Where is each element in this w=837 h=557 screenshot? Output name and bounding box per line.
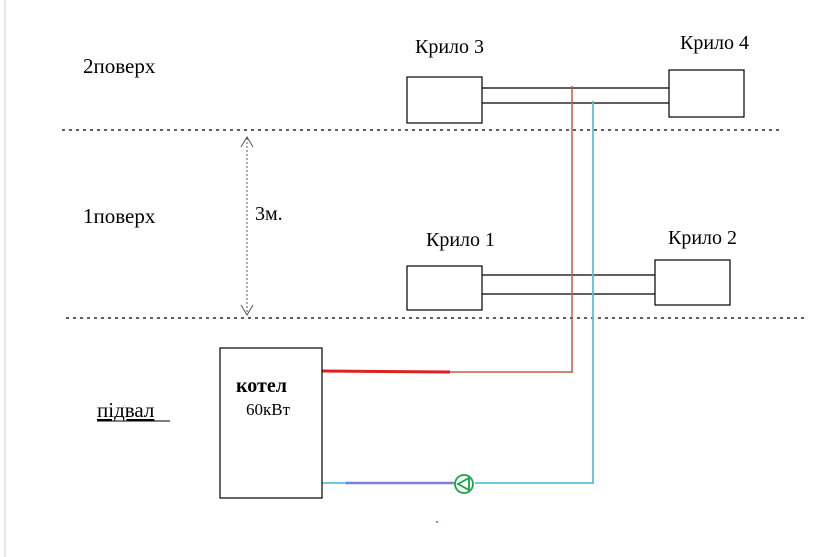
boiler-title: котел [236, 375, 287, 397]
stray-dot [436, 521, 438, 523]
radiator-4 [668, 69, 745, 118]
radiator-label-1: Крило 1 [426, 229, 495, 251]
floor-label-second: 2поверх [83, 54, 156, 78]
radiator-2 [654, 259, 731, 306]
radiator-3 [406, 76, 483, 124]
circulation-pump-icon [454, 474, 474, 494]
radiator-label-4: Крило 4 [680, 32, 749, 54]
floor-label-first: 1поверх [83, 204, 156, 228]
floor-label-basement: підвал [97, 398, 154, 422]
radiator-1 [406, 265, 483, 311]
boiler [219, 347, 323, 499]
radiator-label-2: Крило 2 [668, 227, 737, 249]
supply-pipe-boiler [321, 369, 451, 374]
radiator-label-3: Крило 3 [415, 36, 484, 58]
boiler-power: 60кВт [246, 400, 291, 419]
double-arrow-dimension-icon [240, 136, 254, 316]
height-label: 3м. [255, 203, 283, 225]
